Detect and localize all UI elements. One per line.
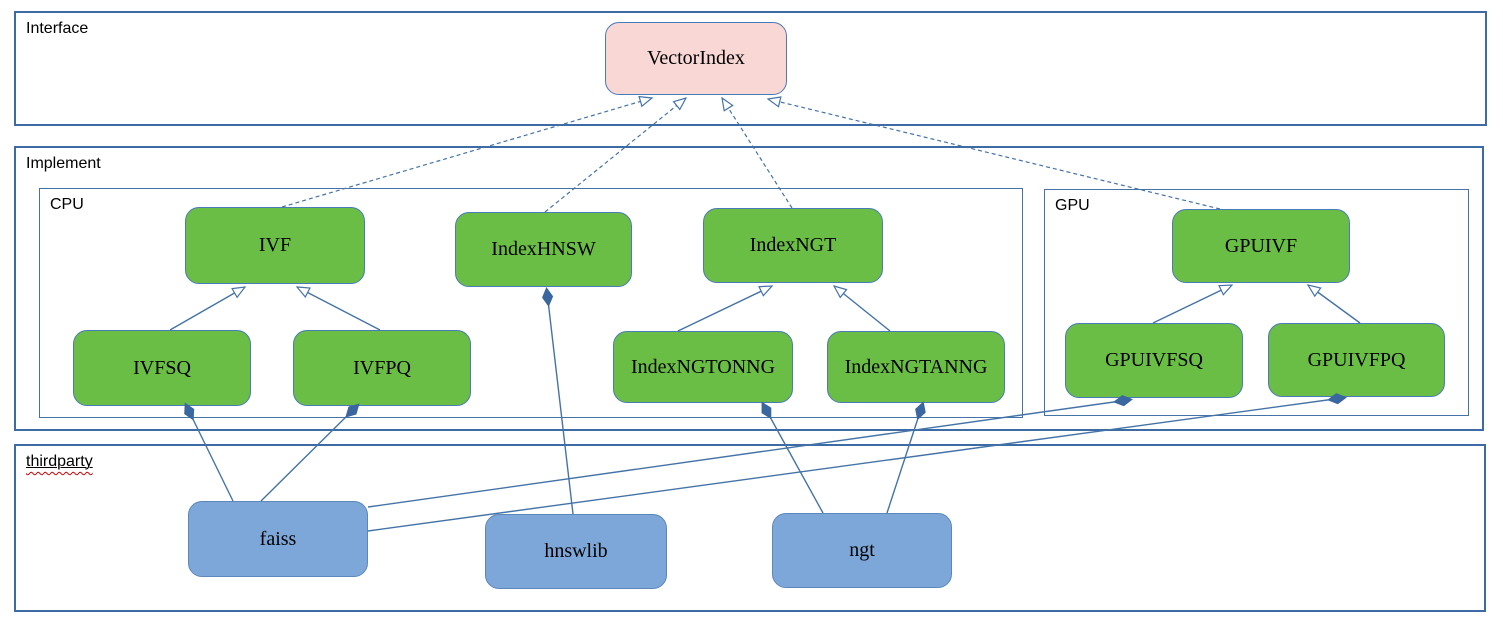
group-cpu-label: CPU [50,196,84,213]
group-interface-label: Interface [26,20,89,37]
node-indexngtanng: IndexNGTANNG [827,331,1005,403]
group-implement-label: Implement [26,155,101,172]
node-ngt: ngt [772,513,952,588]
node-gpuivfpq: GPUIVFPQ [1268,323,1445,397]
node-indexngt-label: IndexNGT [749,234,837,256]
node-ivf: IVF [185,207,365,284]
node-gpuivfpq-label: GPUIVFPQ [1307,348,1406,371]
node-indexngtonng: IndexNGTONNG [613,331,793,403]
group-thirdparty-label: thirdparty [26,453,93,471]
group-gpu-label: GPU [1055,197,1090,214]
node-hnswlib: hnswlib [485,514,667,589]
node-vectorindex-label: VectorIndex [647,47,745,69]
node-indexhnsw: IndexHNSW [455,212,632,287]
node-faiss: faiss [188,501,368,577]
node-ivfsq: IVFSQ [73,330,251,406]
node-indexngtanng-label: IndexNGTANNG [844,355,988,378]
spellcheck-underline: thirdparty [26,453,93,470]
node-gpuivf-label: GPUIVF [1224,234,1298,257]
node-ivf-label: IVF [258,234,292,256]
node-gpuivfsq: GPUIVFSQ [1065,323,1243,398]
node-vectorindex: VectorIndex [605,22,787,95]
node-indexngtonng-label: IndexNGTONNG [630,355,776,378]
node-ivfpq: IVFPQ [293,330,471,406]
node-faiss-label: faiss [259,527,297,550]
node-gpuivf: GPUIVF [1172,209,1350,283]
node-ngt-label: ngt [849,539,875,561]
node-ivfpq-label: IVFPQ [353,356,411,379]
node-gpuivfsq-label: GPUIVFSQ [1105,349,1203,371]
node-indexngt: IndexNGT [703,208,883,283]
node-ivfsq-label: IVFSQ [133,356,191,379]
node-hnswlib-label: hnswlib [544,540,608,562]
node-indexhnsw-label: IndexHNSW [491,238,596,260]
